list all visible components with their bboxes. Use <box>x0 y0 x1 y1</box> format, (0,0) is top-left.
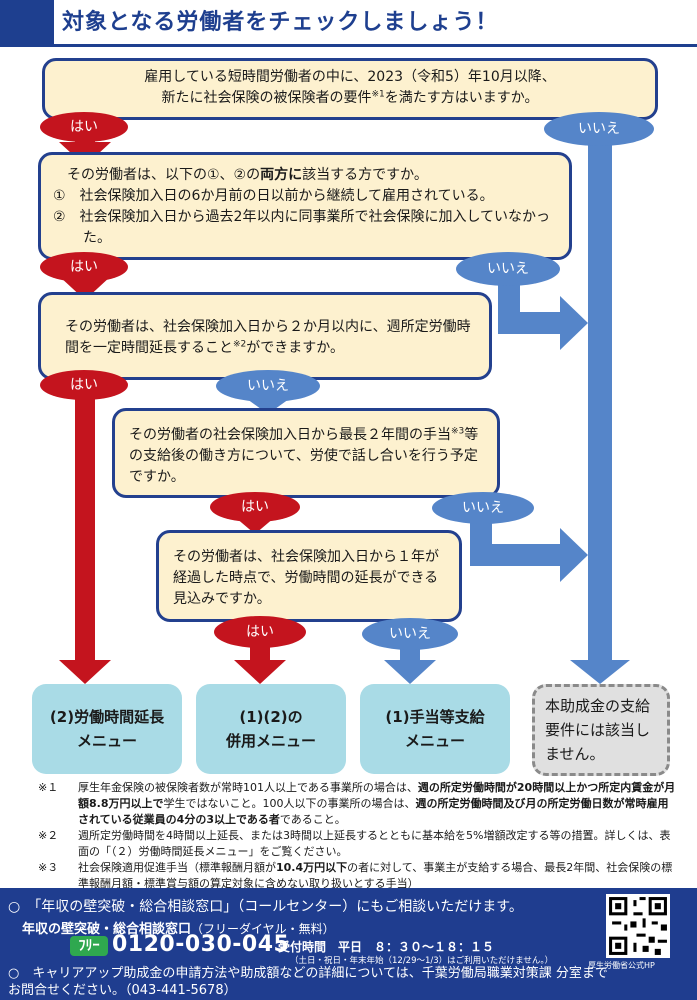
question-2-item-1: ① 社会保険加入日の6か月前の日以前から継続して雇用されている。 <box>53 188 494 204</box>
result-not-eligible: 本助成金の支給要件には該当しません。 <box>532 684 670 776</box>
footer-callcenter-name: 年収の壁突破・総合相談窓口（フリーダイヤル・無料） <box>22 922 335 937</box>
yes-arrow-1 <box>59 120 111 166</box>
question-3: その労働者は、社会保険加入日から２か月以内に、週所定労働時間を一定時間延長するこ… <box>38 292 492 380</box>
question-1: 雇用している短時間労働者の中に、2023（令和5）年10月以降、 新たに社会保険… <box>42 58 658 120</box>
question-2: その労働者は、以下の①、②の両方に該当する方ですか。 ① 社会保険加入日の6か月… <box>38 152 572 260</box>
page-header: 対象となる労働者をチェックしましょう！ <box>0 0 697 44</box>
question-2-item-2: ② 社会保険加入日から過去2年以内に同事業所で社会保険に加入していなかった。 <box>53 209 551 246</box>
phone-number[interactable]: 0120-030-045 <box>112 932 290 957</box>
result-allowance-menu: (1)手当等支給メニュー <box>360 684 510 774</box>
yes-arrow-5-to-result2 <box>234 618 286 684</box>
no-arrow-1-to-result4 <box>570 138 630 684</box>
question-2-intro: その労働者は、以下の①、②の両方に該当する方ですか。 <box>67 167 428 183</box>
no-label-5: いいえ <box>362 618 458 650</box>
yes-label-2: はい <box>40 252 128 282</box>
yes-arrow-3-to-result1 <box>59 380 111 684</box>
question-4: その労働者の社会保険加入日から最長２年間の手当※3等の支給後の働き方について、労… <box>112 408 500 498</box>
footnote-1: ※１ 厚生年金保険の被保険者数が常時101人以上である事業所の場合は、週の所定労… <box>38 781 676 826</box>
result-extension-menu: (2)労働時間延長メニュー <box>32 684 182 774</box>
question-5: その労働者は、社会保険加入日から１年が経過した時点で、労働時間の延長ができる見込… <box>156 530 462 622</box>
no-arrow-4 <box>470 504 588 582</box>
question-1-line2: 新たに社会保険の被保険者の要件※1を満たす方はいますか。 <box>161 89 539 106</box>
yes-label-3: はい <box>40 370 128 400</box>
question-1-line1: 雇用している短時間労働者の中に、2023（令和5）年10月以降、 <box>144 69 556 85</box>
yes-label-5: はい <box>214 616 306 648</box>
qr-code-icon[interactable] <box>606 894 670 958</box>
footnotes: ※１ 厚生年金保険の被保険者数が常時101人以上である事業所の場合は、週の所定労… <box>38 780 678 892</box>
footer-inquiry-note: ○ キャリアアップ助成金の申請方法や助成額などの詳細については、千葉労働局職業対… <box>8 966 608 998</box>
no-label-2: いいえ <box>456 252 560 286</box>
reception-hours-note: （土日・祝日・年末年始（12/29～1/3）はご利用いただけません。） <box>290 956 554 966</box>
freedial-icon: ﾌﾘｰ <box>70 936 108 956</box>
no-arrow-5-to-result3 <box>384 630 436 684</box>
header-accent-bar <box>0 0 54 44</box>
yes-label-4: はい <box>210 492 300 522</box>
page-title: 対象となる労働者をチェックしましょう！ <box>62 10 499 35</box>
header-rule <box>0 44 697 47</box>
footer-callcenter-note: ○ 「年収の壁突破・総合相談窓口」（コールセンター）にもご相談いただけます。 <box>8 899 523 915</box>
result-combined-menu: (1)(2)の併用メニュー <box>196 684 346 774</box>
contact-footer: ○ 「年収の壁突破・総合相談窓口」（コールセンター）にもご相談いただけます。 年… <box>0 888 697 1000</box>
qr-caption: 厚生労働省公式HP <box>588 961 655 970</box>
no-label-3: いいえ <box>216 370 320 402</box>
no-label-1: いいえ <box>544 112 654 146</box>
yes-label-1: はい <box>40 112 128 142</box>
no-arrow-2 <box>498 268 588 350</box>
reception-hours: 受付時間 平日 ８：３０～１８：１５ <box>278 940 495 954</box>
no-label-4: いいえ <box>432 492 534 524</box>
